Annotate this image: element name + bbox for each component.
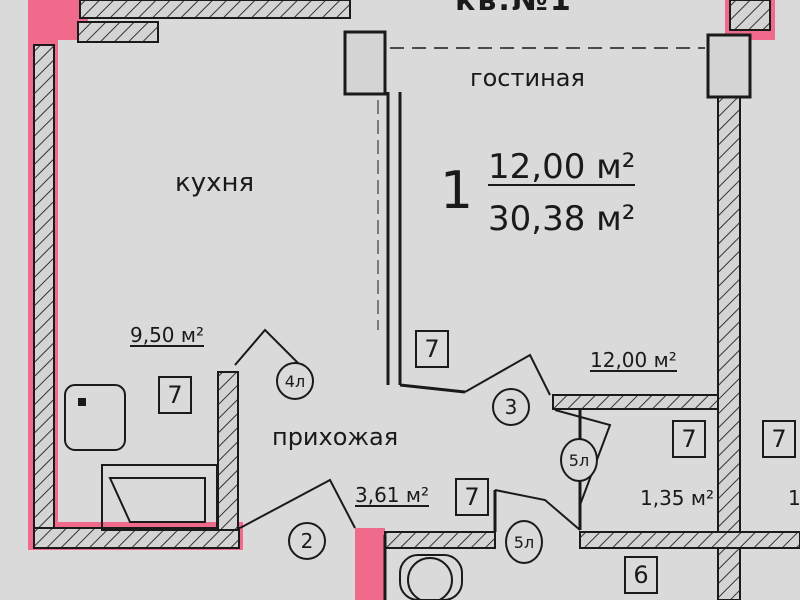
stove: [101, 464, 218, 531]
living-room-marker: 7: [415, 330, 449, 368]
callout-4l: 4л: [276, 362, 314, 400]
living-room-number: 1: [440, 161, 474, 221]
header-fragment: кв.№1: [455, 0, 573, 18]
hall-name: прихожая: [272, 423, 399, 451]
wall-bottom-mid: [384, 531, 496, 549]
pink-wall-corner: [355, 528, 385, 600]
hall-marker: 7: [455, 478, 489, 516]
wall-top-left: [79, 0, 351, 19]
wall-top-right: [729, 0, 771, 31]
living-room-area: 12,00 м²: [590, 348, 677, 372]
kitchen-marker: 7: [158, 376, 192, 414]
living-room-name: гостиная: [470, 64, 585, 92]
wall-right: [717, 94, 741, 600]
callout-2: 2: [288, 522, 326, 560]
wall-bath-top: [552, 394, 719, 410]
column-top-mid: [343, 30, 387, 96]
kitchen-name: кухня: [175, 168, 255, 198]
callout-5l-upper: 5л: [560, 438, 598, 482]
living-area-value: 12,00 м²: [488, 147, 636, 187]
wall-top-kitchen: [77, 21, 159, 43]
wall-left: [33, 44, 55, 531]
column-top-right: [706, 33, 752, 99]
hall-area: 3,61 м²: [355, 483, 429, 507]
total-area-value: 30,38 м²: [488, 199, 636, 239]
bath-marker: 7: [672, 420, 706, 458]
kitchen-area: 9,50 м²: [130, 323, 204, 347]
wall-bottom-left: [33, 527, 240, 549]
bath-area: 1,35 м²: [640, 486, 714, 510]
sink: [64, 384, 126, 451]
toilet: [407, 557, 453, 600]
right-room-marker: 7: [762, 420, 796, 458]
callout-6: 6: [624, 556, 658, 594]
callout-5l-lower: 5л: [505, 520, 543, 564]
right-room-area-fragment: 13: [788, 486, 800, 510]
callout-3: 3: [492, 388, 530, 426]
wall-hall-stub: [217, 371, 239, 531]
wall-bottom-right: [579, 531, 800, 549]
